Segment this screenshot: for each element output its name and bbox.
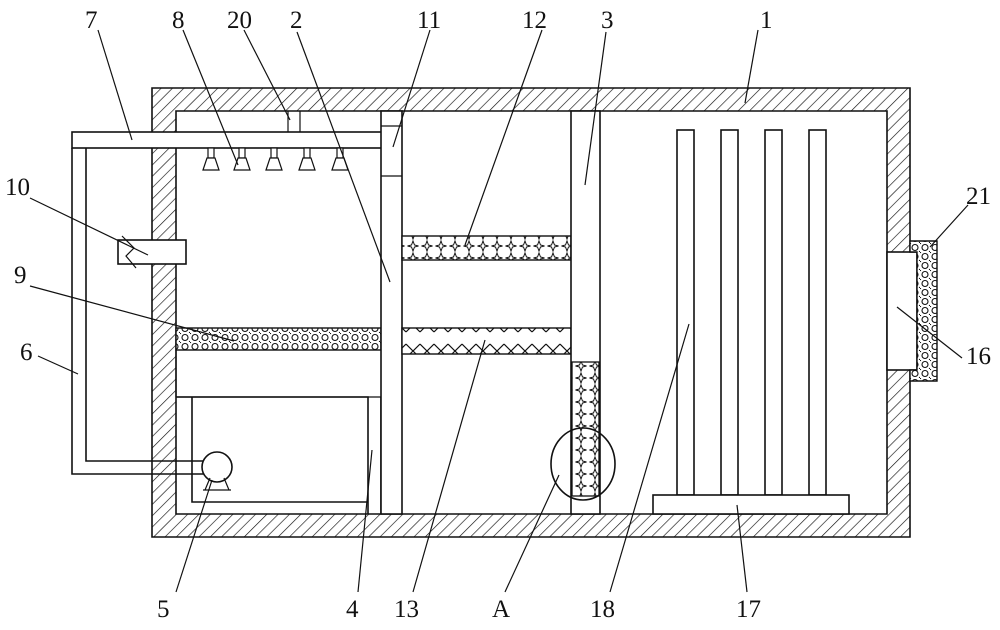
outlet-cap [909, 240, 938, 382]
label-6: 6 [20, 339, 33, 366]
label-5: 5 [157, 596, 170, 623]
label-18: 18 [590, 596, 615, 623]
plate-base [652, 494, 850, 515]
air-inlet [117, 239, 187, 265]
label-9: 9 [14, 262, 27, 289]
water-tank [176, 396, 369, 514]
label-a: A [492, 596, 510, 623]
label-16: 16 [966, 343, 991, 370]
filter-layer-12 [401, 235, 572, 261]
label-7: 7 [85, 7, 98, 34]
label-21: 21 [966, 183, 991, 210]
leader-lines [29, 29, 969, 593]
label-1: 1 [760, 7, 773, 34]
label-4: 4 [346, 596, 359, 623]
label-13: 13 [394, 596, 419, 623]
filter-screen [175, 327, 382, 351]
spray-nozzles [202, 147, 349, 171]
plate-array [676, 129, 827, 496]
label-10: 10 [5, 174, 30, 201]
partition-2 [380, 110, 403, 515]
return-pipe [71, 148, 176, 475]
label-17: 17 [736, 596, 761, 623]
label-11: 11 [417, 7, 441, 34]
label-3: 3 [601, 7, 614, 34]
filter-layer-13 [401, 327, 572, 355]
label-2: 2 [290, 7, 303, 34]
label-12: 12 [522, 7, 547, 34]
water-pump [201, 451, 233, 491]
label-8: 8 [172, 7, 185, 34]
detail-circle-a [550, 427, 616, 501]
label-20: 20 [227, 7, 252, 34]
housing-wall [151, 87, 911, 538]
